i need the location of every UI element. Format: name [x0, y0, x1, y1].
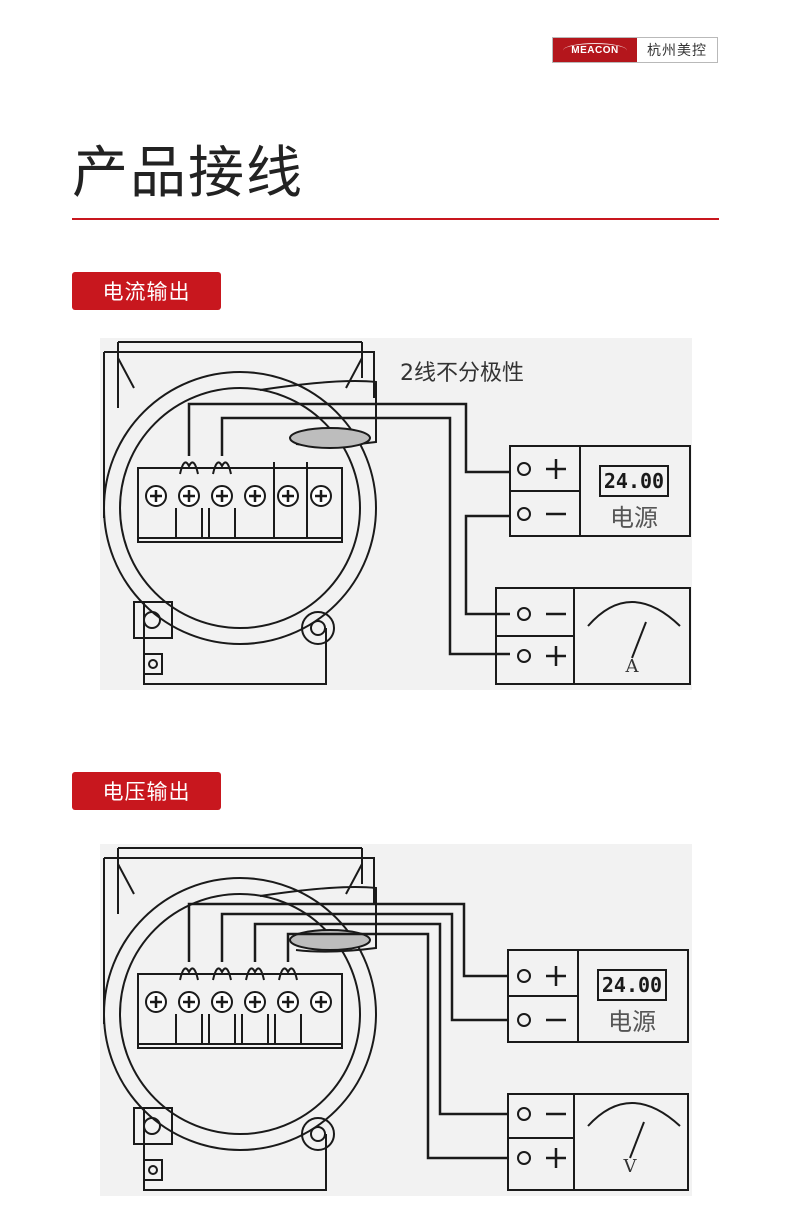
- meter-label: A: [625, 656, 640, 677]
- supply-display: 24.00: [604, 469, 664, 493]
- wiring-diagram-current: 2线不分极性 24.00 电源 A: [100, 338, 692, 690]
- title-divider: [72, 218, 719, 220]
- supply-label: 电源: [608, 1008, 656, 1036]
- section-badge-voltage: 电压输出: [72, 772, 221, 810]
- wiring-note: 2线不分极性: [400, 361, 524, 386]
- page-title: 产品接线: [72, 141, 304, 206]
- supply-label: 电源: [610, 504, 658, 532]
- logo-mark: MEACON: [553, 38, 637, 62]
- supply-display: 24.00: [602, 973, 662, 997]
- brand-logo: MEACON 杭州美控: [552, 37, 718, 63]
- wiring-diagram-voltage: 24.00 电源 V: [100, 844, 692, 1196]
- brand-name: 杭州美控: [647, 43, 707, 59]
- meter-label: V: [623, 1156, 638, 1177]
- section-badge-current: 电流输出: [72, 272, 221, 310]
